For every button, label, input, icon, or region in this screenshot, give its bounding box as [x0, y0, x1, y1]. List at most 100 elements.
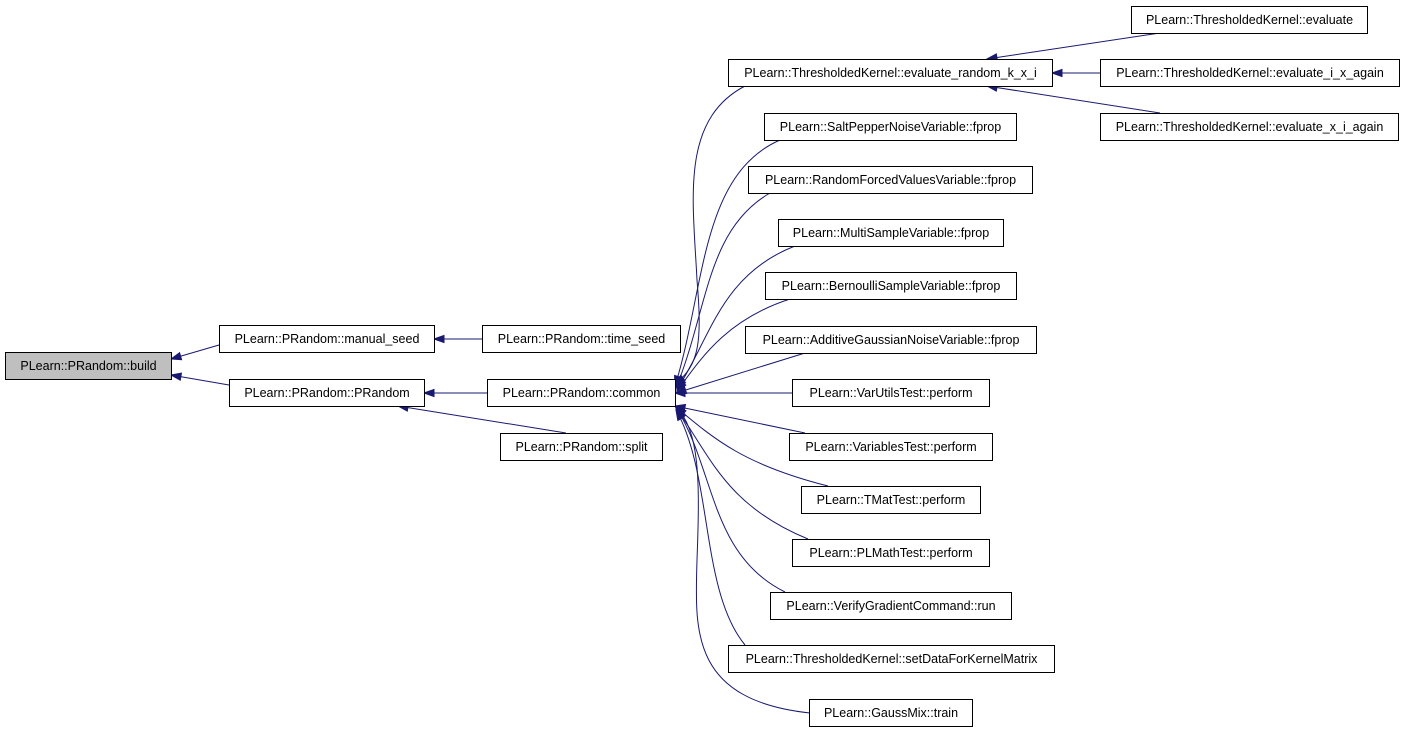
edge-layer [169, 32, 1161, 714]
node-label: PLearn::ThresholdedKernel::evaluate_i_x_… [1116, 66, 1384, 80]
node-eval_rand[interactable]: PLearn::ThresholdedKernel::evaluate_rand… [728, 59, 1053, 87]
node-additive[interactable]: PLearn::AdditiveGaussianNoiseVariable::f… [745, 326, 1037, 354]
edge-prandom-to-build [169, 372, 230, 386]
edge-line [986, 85, 1161, 114]
edge-setdata-to-common [675, 408, 746, 646]
node-box [482, 325, 681, 353]
node-tmat[interactable]: PLearn::TMatTest::perform [801, 486, 981, 514]
node-prandom[interactable]: PLearn::PRandom::PRandom [229, 379, 425, 407]
arrowhead-icon [169, 351, 183, 361]
node-label: PLearn::SaltPepperNoiseVariable::fprop [780, 120, 1001, 134]
node-label: PLearn::ThresholdedKernel::evaluate_rand… [744, 66, 1037, 80]
node-box [1131, 6, 1368, 34]
node-manual_seed[interactable]: PLearn::PRandom::manual_seed [219, 325, 435, 353]
node-label: PLearn::PRandom::time_seed [498, 332, 666, 346]
edge-eval_ixa-to-eval_rand [1050, 68, 1100, 78]
node-label: PLearn::MultiSampleVariable::fprop [793, 226, 989, 240]
node-box [728, 59, 1053, 87]
arrowhead-icon [673, 404, 686, 417]
edge-line [986, 32, 1161, 60]
node-box [748, 166, 1033, 194]
edge-eval_xia-to-eval_rand [985, 83, 1161, 114]
edge-line [674, 139, 781, 387]
node-common[interactable]: PLearn::PRandom::common [487, 379, 676, 407]
node-box [500, 433, 663, 461]
node-box [1100, 59, 1400, 87]
edge-split-to-prandom [396, 403, 567, 434]
node-label: PLearn::VariablesTest::perform [805, 440, 976, 454]
node-label: PLearn::BernoulliSampleVariable::fprop [782, 279, 1001, 293]
edge-varutils-to-common [673, 388, 792, 398]
node-variables[interactable]: PLearn::VariablesTest::perform [789, 433, 993, 461]
node-randforced[interactable]: PLearn::RandomForcedValuesVariable::fpro… [748, 166, 1033, 194]
edge-verifygrad-to-common [676, 407, 786, 593]
node-box [809, 699, 973, 727]
node-saltpepper[interactable]: PLearn::SaltPepperNoiseVariable::fprop [764, 113, 1017, 141]
edge-bernoulli-to-common [676, 298, 791, 393]
edge-line [676, 408, 786, 593]
node-box [487, 379, 676, 407]
node-label: PLearn::RandomForcedValuesVariable::fpro… [765, 173, 1016, 187]
edge-common-to-prandom [422, 388, 487, 398]
node-label: PLearn::PRandom::split [515, 440, 648, 454]
edge-variables-to-common [673, 403, 806, 434]
edge-randforced-to-common [675, 192, 771, 390]
node-label: PLearn::ThresholdedKernel::setDataForKer… [746, 652, 1039, 666]
node-box [5, 352, 172, 380]
edge-plmath-to-common [675, 406, 809, 540]
node-label: PLearn::PRandom::common [503, 386, 661, 400]
node-box [770, 592, 1012, 620]
node-eval_ixa[interactable]: PLearn::ThresholdedKernel::evaluate_i_x_… [1100, 59, 1400, 87]
node-multisample[interactable]: PLearn::MultiSampleVariable::fprop [778, 219, 1004, 247]
node-label: PLearn::ThresholdedKernel::evaluate_x_i_… [1116, 120, 1384, 134]
edge-line [675, 352, 806, 394]
edge-time_seed-to-manual_seed [432, 334, 482, 344]
node-gaussmix[interactable]: PLearn::GaussMix::train [809, 699, 973, 727]
node-label: PLearn::PLMathTest::perform [809, 546, 972, 560]
node-box [764, 113, 1017, 141]
node-box [745, 326, 1037, 354]
arrowhead-icon [169, 372, 183, 382]
arrowhead-icon [673, 388, 686, 398]
node-bernoulli[interactable]: PLearn::BernoulliSampleVariable::fprop [765, 272, 1017, 300]
node-setdata[interactable]: PLearn::ThresholdedKernel::setDataForKer… [728, 645, 1055, 673]
node-label: PLearn::ThresholdedKernel::evaluate [1146, 13, 1353, 27]
edge-line [674, 405, 806, 434]
node-evaluate[interactable]: PLearn::ThresholdedKernel::evaluate [1131, 6, 1368, 34]
node-box [778, 219, 1004, 247]
edge-evaluate-to-eval_rand [985, 32, 1161, 62]
node-label: PLearn::VerifyGradientCommand::run [786, 599, 995, 613]
edge-manual_seed-to-build [169, 344, 220, 361]
node-box [789, 433, 993, 461]
node-time_seed[interactable]: PLearn::PRandom::time_seed [482, 325, 681, 353]
edge-line [675, 406, 829, 487]
node-plmath[interactable]: PLearn::PLMathTest::perform [792, 539, 990, 567]
edge-gaussmix-to-common [673, 404, 811, 714]
node-label: PLearn::PRandom::build [20, 359, 156, 373]
node-verifygrad[interactable]: PLearn::VerifyGradientCommand::run [770, 592, 1012, 620]
node-split[interactable]: PLearn::PRandom::split [500, 433, 663, 461]
arrowhead-icon [432, 334, 445, 344]
node-label: PLearn::TMatTest::perform [817, 493, 966, 507]
edge-line [675, 407, 809, 540]
node-box [219, 325, 435, 353]
node-label: PLearn::AdditiveGaussianNoiseVariable::f… [763, 333, 1020, 347]
node-box [765, 272, 1017, 300]
node-box [792, 539, 990, 567]
node-label: PLearn::GaussMix::train [824, 706, 958, 720]
node-build[interactable]: PLearn::PRandom::build [5, 352, 172, 380]
node-layer: PLearn::PRandom::build PLearn::PRandom::m… [5, 6, 1400, 727]
node-label: PLearn::VarUtilsTest::perform [809, 386, 972, 400]
edge-line [676, 245, 796, 390]
arrowhead-icon [422, 388, 435, 398]
node-eval_xia[interactable]: PLearn::ThresholdedKernel::evaluate_x_i_… [1100, 113, 1399, 141]
edge-line [675, 192, 771, 389]
edge-line [674, 405, 811, 714]
node-box [229, 379, 425, 407]
edge-line [397, 405, 567, 434]
node-box [801, 486, 981, 514]
edge-line [675, 409, 746, 646]
node-varutils[interactable]: PLearn::VarUtilsTest::perform [792, 379, 990, 407]
node-box [1100, 113, 1399, 141]
